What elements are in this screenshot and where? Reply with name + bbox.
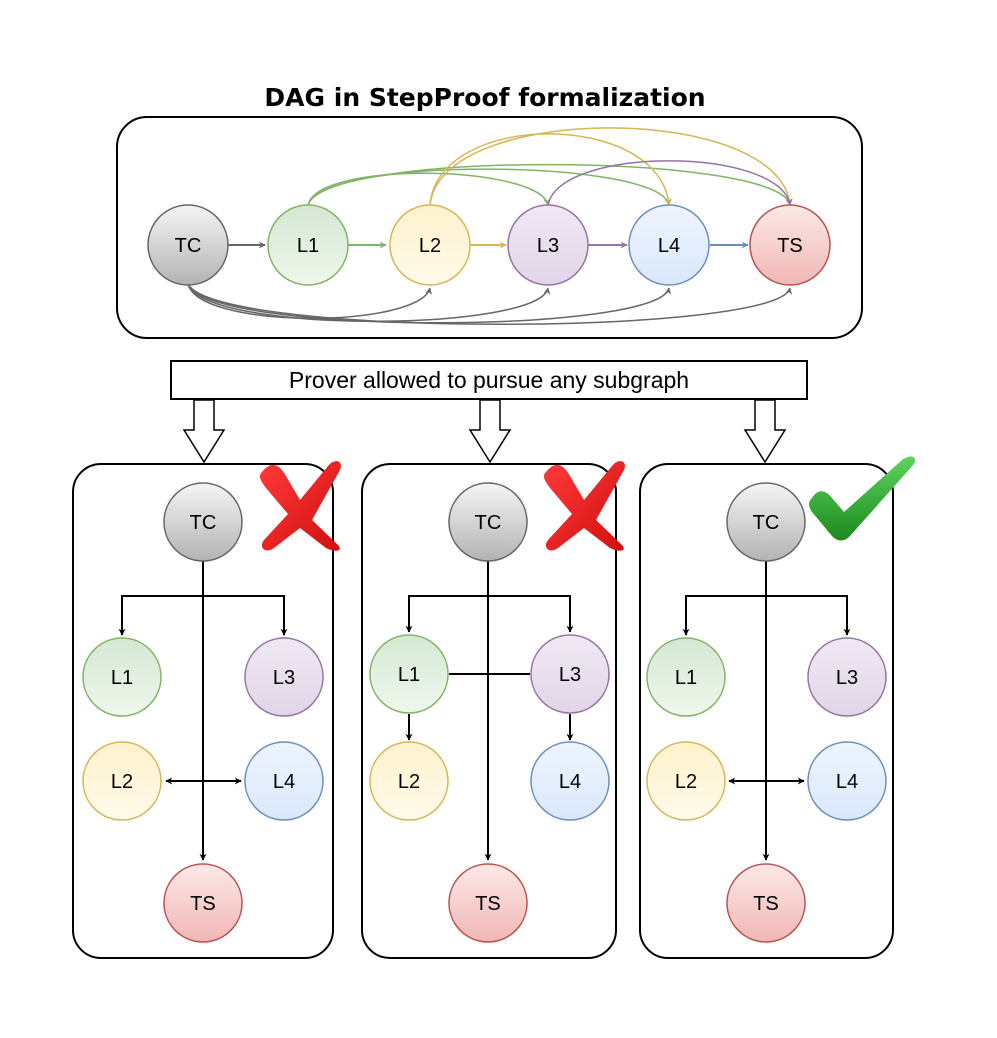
subgraph-3: TC L1 L3 L2 L4 TS (639, 456, 916, 959)
node-label-L1: L1 (297, 235, 319, 257)
edge-TC-L1 (682, 595, 766, 636)
node-label-TS: TS (777, 235, 803, 257)
node-label-TS: TS (475, 893, 501, 915)
node-L1: L1 (82, 637, 162, 717)
node-label-TC: TC (753, 512, 780, 534)
edge-L2-L4 (429, 133, 672, 207)
edge-L1-L3 (307, 172, 551, 207)
node-L1: L1 (369, 634, 449, 714)
node-label-TC: TC (175, 235, 202, 257)
banner-frame (170, 360, 808, 400)
node-label-L3: L3 (559, 664, 581, 686)
cross-icon (543, 461, 625, 551)
edge-TC-L1 (405, 595, 488, 633)
check-icon (809, 456, 916, 541)
node-L1: L1 (646, 637, 726, 717)
node-label-TC: TC (190, 512, 217, 534)
banner-text: Prover allowed to pursue any subgraph (289, 367, 689, 393)
node-TS: TS (749, 204, 831, 286)
node-L4: L4 (807, 741, 887, 821)
node-label-L2: L2 (419, 235, 441, 257)
node-label-L1: L1 (111, 667, 133, 689)
edge-L1-TS (307, 163, 793, 207)
node-TS: TS (726, 863, 806, 943)
node-label-L4: L4 (273, 771, 295, 793)
node-label-TS: TS (190, 893, 216, 915)
edge-L2-TS (429, 127, 793, 207)
node-L3: L3 (244, 637, 324, 717)
node-L3: L3 (530, 634, 610, 714)
node-label-L1: L1 (398, 664, 420, 686)
edge-TC-L3 (766, 595, 851, 636)
node-L2: L2 (389, 204, 471, 286)
node-label-L4: L4 (836, 771, 858, 793)
cross-icon (259, 461, 341, 551)
diagram-title: DAG in StepProof formalization (264, 83, 705, 112)
node-TC: TC (726, 482, 806, 562)
node-label-L4: L4 (559, 771, 581, 793)
node-label-L3: L3 (537, 235, 559, 257)
edge-TC-L3 (488, 595, 574, 633)
hollow-arrow-left (182, 399, 226, 464)
node-TS: TS (448, 863, 528, 943)
node-L4: L4 (244, 741, 324, 821)
node-label-L2: L2 (398, 771, 420, 793)
node-TC: TC (163, 482, 243, 562)
hollow-arrow-right (743, 399, 787, 464)
dag-panel: TC L1 L2 L3 L4 TS (116, 116, 863, 339)
node-label-L1: L1 (675, 667, 697, 689)
node-TC: TC (147, 204, 229, 286)
node-L3: L3 (807, 637, 887, 717)
node-label-L3: L3 (836, 667, 858, 689)
node-L2: L2 (82, 741, 162, 821)
node-TC: TC (448, 482, 528, 562)
edge-L3-TS (547, 160, 793, 207)
subgraph-1: TC L1 L3 L2 L4 TS (72, 461, 341, 959)
node-L2: L2 (646, 741, 726, 821)
edge-TC-L3 (203, 595, 288, 636)
node-L4: L4 (530, 741, 610, 821)
edge-TC-TS (187, 283, 793, 325)
node-label-TS: TS (753, 893, 779, 915)
node-label-L4: L4 (658, 235, 680, 257)
node-L2: L2 (369, 741, 449, 821)
node-label-L2: L2 (111, 771, 133, 793)
node-L3: L3 (507, 204, 589, 286)
node-label-L3: L3 (273, 667, 295, 689)
subgraph-2: TC L1 L3 L2 L4 TS (361, 461, 625, 959)
node-L1: L1 (267, 204, 349, 286)
node-label-L2: L2 (675, 771, 697, 793)
hollow-arrow-middle (468, 399, 512, 464)
node-TS: TS (163, 863, 243, 943)
banner: Prover allowed to pursue any subgraph (170, 360, 808, 400)
edge-TC-L1 (118, 595, 203, 636)
node-L4: L4 (628, 204, 710, 286)
node-label-TC: TC (475, 512, 502, 534)
